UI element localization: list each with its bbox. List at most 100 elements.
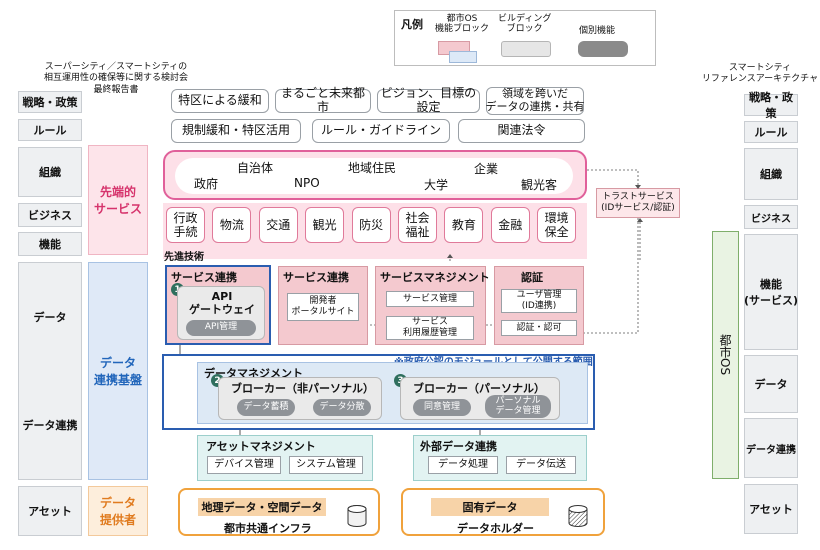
- stakeholder-npo: NPO: [294, 176, 320, 190]
- right-label-org: 組織: [744, 148, 798, 200]
- advanced-tech-label: 先進技術: [164, 252, 204, 263]
- data-distribution-button: データ分散: [313, 399, 371, 416]
- legend-swatch-os-2: [449, 51, 477, 63]
- asset-management-box: アセットマネジメント デバイス管理 システム管理: [197, 435, 373, 481]
- policy-whole-future-city: まるごと未来都市: [275, 86, 371, 114]
- legend-label-os: 都市OS 機能ブロック: [435, 14, 490, 34]
- trust-service-box: トラストサービス (IDサービス/認証): [596, 188, 680, 218]
- system-management-box: システム管理: [289, 456, 363, 474]
- policy-special-zone: 特区による緩和: [171, 89, 269, 113]
- module-service-link-main: サービス連携 1 API ゲートウェイ API管理: [165, 265, 271, 345]
- data-processing-box: データ処理: [428, 456, 498, 474]
- legend-label-building: ビルディング ブロック: [498, 14, 552, 34]
- service-tourism: 観光: [305, 207, 345, 243]
- module-auth: 認証 ユーザ管理 (ID連携) 認証・認可: [494, 266, 584, 345]
- service-education: 教育: [444, 207, 484, 243]
- database-icon-left: [347, 505, 367, 527]
- stakeholder-company: 企業: [474, 162, 499, 176]
- data-management-box: データマネジメント 2 ブローカー（非パーソナル） データ蓄積 データ分散 3 …: [197, 362, 588, 424]
- broker-nonpersonal-title: ブローカー（非パーソナル）: [231, 382, 374, 395]
- data-transmission-box: データ伝送: [506, 456, 576, 474]
- left-label-org: 組織: [18, 147, 82, 197]
- zone-data-platform: データ 連携基盤: [88, 262, 148, 480]
- zone-advanced-service: 先端的 サービス: [88, 145, 148, 255]
- database-icon-right: [568, 505, 588, 527]
- zone-data-provider-label: データ 提供者: [99, 496, 136, 527]
- stakeholder-cloud: [175, 158, 573, 194]
- toshi-os-label: 都市OS: [718, 334, 732, 376]
- legend-swatch-individual: [578, 41, 628, 57]
- asset-unique-header: 固有データ: [431, 498, 549, 516]
- asset-geo-bottom-label: 都市共通インフラ: [224, 522, 312, 535]
- left-label-data-link: データ連携: [22, 419, 78, 432]
- auth-authz-box: 認証・認可: [501, 320, 577, 336]
- zone-data-provider: データ 提供者: [88, 486, 148, 536]
- broker-personal: ブローカー（パーソナル） 同意管理 パーソナル データ管理: [400, 377, 560, 420]
- zone-advanced-service-label: 先端的 サービス: [93, 185, 142, 216]
- module-auth-title: 認証: [521, 271, 543, 284]
- toshi-os-bar: 都市OS: [712, 231, 739, 479]
- asset-management-title: アセットマネジメント: [206, 440, 316, 453]
- right-label-business: ビジネス: [744, 205, 798, 229]
- api-management-button: API管理: [186, 320, 256, 336]
- asset-unique-top-label: 固有データ: [462, 501, 518, 514]
- stakeholder-municipality: 自治体: [237, 161, 274, 175]
- left-label-business: ビジネス: [18, 203, 82, 227]
- service-logistics: 物流: [212, 207, 252, 243]
- asset-geo-top-label: 地理データ・空間データ: [201, 501, 323, 514]
- consent-management-button: 同意管理: [413, 399, 471, 416]
- asset-geo-header: 地理データ・空間データ: [198, 498, 326, 516]
- stakeholder-tourist: 観光客: [521, 178, 558, 192]
- service-transport: 交通: [258, 207, 298, 243]
- asset-geo-box: 地理データ・空間データ 都市共通インフラ: [178, 488, 380, 536]
- policy-rules-guidelines: ルール・ガイドライン: [312, 119, 450, 143]
- service-finance: 金融: [490, 207, 530, 243]
- api-gateway-label: API ゲートウェイ: [189, 290, 255, 317]
- right-label-data: データ: [744, 355, 798, 413]
- external-data-link-title: 外部データ連携: [420, 440, 497, 453]
- service-social-welfare: 社会 福祉: [398, 207, 437, 243]
- right-label-function: 機能 (サービス): [744, 234, 798, 350]
- api-gateway-box: API ゲートウェイ API管理: [177, 286, 265, 340]
- stakeholder-government: 政府: [194, 177, 219, 191]
- broker-personal-title: ブローカー（パーソナル）: [413, 382, 545, 395]
- device-management-box: デバイス管理: [207, 456, 281, 474]
- service-management-box: サービス管理: [386, 291, 474, 307]
- right-label-strategy: 戦略・政策: [744, 91, 798, 120]
- stakeholder-residents: 地域住民: [348, 161, 397, 175]
- data-accumulation-button: データ蓄積: [237, 399, 295, 416]
- right-label-data-link: データ連携: [744, 418, 798, 478]
- policy-related-laws: 関連法令: [458, 119, 585, 143]
- left-header: スーパーシティ／スマートシティの 相互運用性の確保等に関する検討会 最終報告書: [43, 62, 188, 95]
- service-disaster-prevention: 防災: [351, 207, 391, 243]
- left-label-asset: アセット: [18, 486, 82, 536]
- legend-label-individual: 個別機能: [579, 26, 616, 36]
- right-label-asset: アセット: [744, 484, 798, 534]
- broker-nonpersonal: ブローカー（非パーソナル） データ蓄積 データ分散: [218, 377, 382, 420]
- right-label-rule: ルール: [744, 121, 798, 143]
- policy-cross-domain: 領域を跨いだ データの連携・共有: [485, 87, 585, 115]
- policy-deregulation: 規制緩和・特区活用: [171, 119, 301, 143]
- left-label-data: データ: [33, 311, 67, 324]
- personal-data-management-button: パーソナル データ管理: [485, 395, 551, 418]
- module-service-link-2-title: サービス連携: [283, 271, 349, 284]
- left-label-function: 機能: [18, 232, 82, 256]
- right-header: スマートシティ リファレンスアーキテクチャ: [701, 63, 819, 85]
- module-service-link-2: サービス連携 開発者 ポータルサイト: [278, 266, 368, 345]
- stakeholder-university: 大学: [424, 178, 449, 192]
- service-usage-history-box: サービス 利用履歴管理: [386, 316, 474, 340]
- zone-data-platform-label: データ 連携基盤: [93, 356, 142, 387]
- module-service-management: サービスマネジメント サービス管理 サービス 利用履歴管理: [375, 266, 490, 345]
- left-label-strategy: 戦略・政策: [18, 91, 82, 113]
- developer-portal-box: 開発者 ポータルサイト: [287, 293, 359, 321]
- asset-unique-bottom-label: データホルダー: [457, 522, 534, 535]
- left-label-rule: ルール: [18, 119, 82, 141]
- data-management-title: データマネジメント: [204, 367, 303, 380]
- service-administration: 行政 手続: [166, 207, 205, 243]
- module-service-link-main-title: サービス連携: [171, 271, 237, 284]
- legend-swatch-building: [501, 41, 551, 57]
- left-label-data-group: データ データ連携: [18, 262, 82, 480]
- service-environment: 環境 保全: [537, 207, 577, 243]
- module-service-management-title: サービスマネジメント: [380, 271, 490, 284]
- policy-vision: ビジョン、目標の設定: [377, 86, 480, 114]
